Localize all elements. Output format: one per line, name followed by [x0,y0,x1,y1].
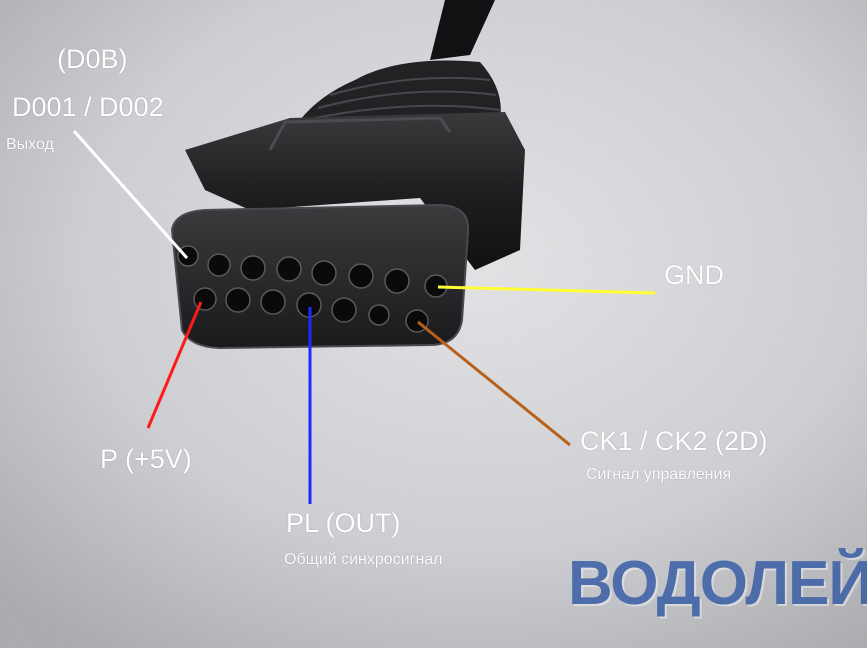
pin-row-bottom [193,287,429,333]
label-latch: PL (OUT) [286,508,401,538]
pin-hole [260,289,286,315]
pin-hole [368,304,390,326]
strain-relief-ridges [304,76,501,121]
power-leader [146,301,203,429]
pin-hole [225,287,251,313]
label-d0b: (D0B) [57,44,128,74]
watermark-logo: ВОДОЛЕЙ [568,549,867,618]
connector-face-rim [170,203,470,350]
label-clock: CK1 / CK2 (2D) [580,426,768,456]
cable [430,0,495,60]
pin-hole [331,297,357,323]
label-power: P (+5V) [100,444,192,474]
pin-hole [348,263,374,289]
pin-hole [311,260,337,286]
label-data-out: D001 / D002 [12,92,164,122]
pin-hole [193,287,217,311]
pin-row-top [177,245,448,298]
pin-hole [240,255,266,281]
label-latch-note: Общий синхросигнал [284,551,443,568]
data-out-leader [72,130,189,259]
pin-hole [207,253,231,277]
label-gnd: GND [664,260,724,290]
gnd-leader [437,285,656,295]
pin-hole [177,245,199,267]
clock-leader [417,320,571,447]
pin-hole [276,256,302,282]
connector-shell [185,112,525,270]
label-clock-note: Сигнал управления [586,466,732,483]
connector-top-groove [268,116,452,151]
label-data-out-note: Выход [6,136,54,153]
pin-hole [384,268,410,294]
